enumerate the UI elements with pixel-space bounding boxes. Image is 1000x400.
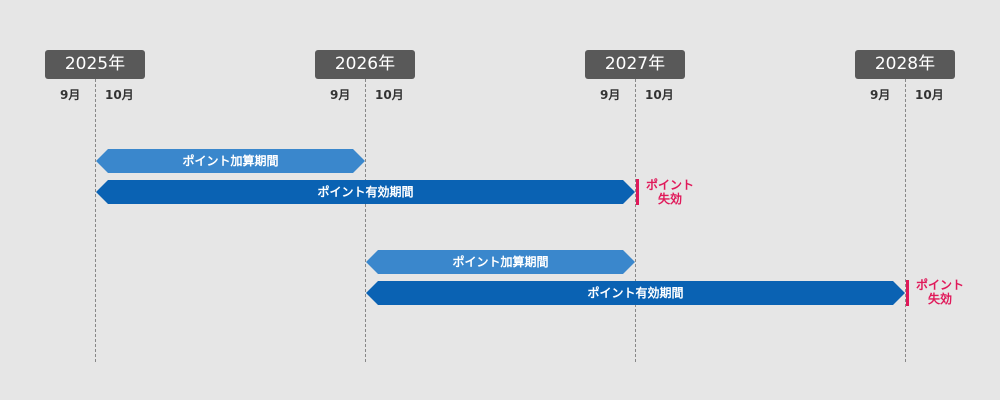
month-label: 10月 (645, 88, 674, 102)
point-expire-label: ポイント 失効 (643, 178, 697, 206)
expire-marker (636, 179, 639, 205)
point-add-period-bar: ポイント加算期間 (96, 149, 365, 173)
point-expire-label: ポイント 失効 (913, 278, 967, 306)
year-badge-2026: 2026年 (315, 50, 415, 79)
year-badge-2027: 2027年 (585, 50, 685, 79)
expire-line-2: 失効 (927, 292, 952, 306)
month-label: 9月 (870, 88, 891, 102)
month-label: 9月 (330, 88, 351, 102)
point-valid-period-bar: ポイント有効期間 (366, 281, 905, 305)
expire-line-1: ポイント (645, 178, 694, 192)
expire-line-2: 失効 (657, 192, 682, 206)
month-label: 10月 (375, 88, 404, 102)
expire-line-1: ポイント (915, 278, 964, 292)
year-badge-2028: 2028年 (855, 50, 955, 79)
year-badge-2025: 2025年 (45, 50, 145, 79)
month-label: 10月 (105, 88, 134, 102)
month-label: 9月 (60, 88, 81, 102)
expire-marker (906, 280, 909, 306)
month-label: 10月 (915, 88, 944, 102)
month-label: 9月 (600, 88, 621, 102)
timeline-divider (905, 79, 906, 362)
point-add-period-bar: ポイント加算期間 (366, 250, 635, 274)
timeline-divider (365, 79, 366, 362)
timeline-divider (95, 79, 96, 362)
timeline-divider (635, 79, 636, 362)
point-valid-period-bar: ポイント有効期間 (96, 180, 635, 204)
